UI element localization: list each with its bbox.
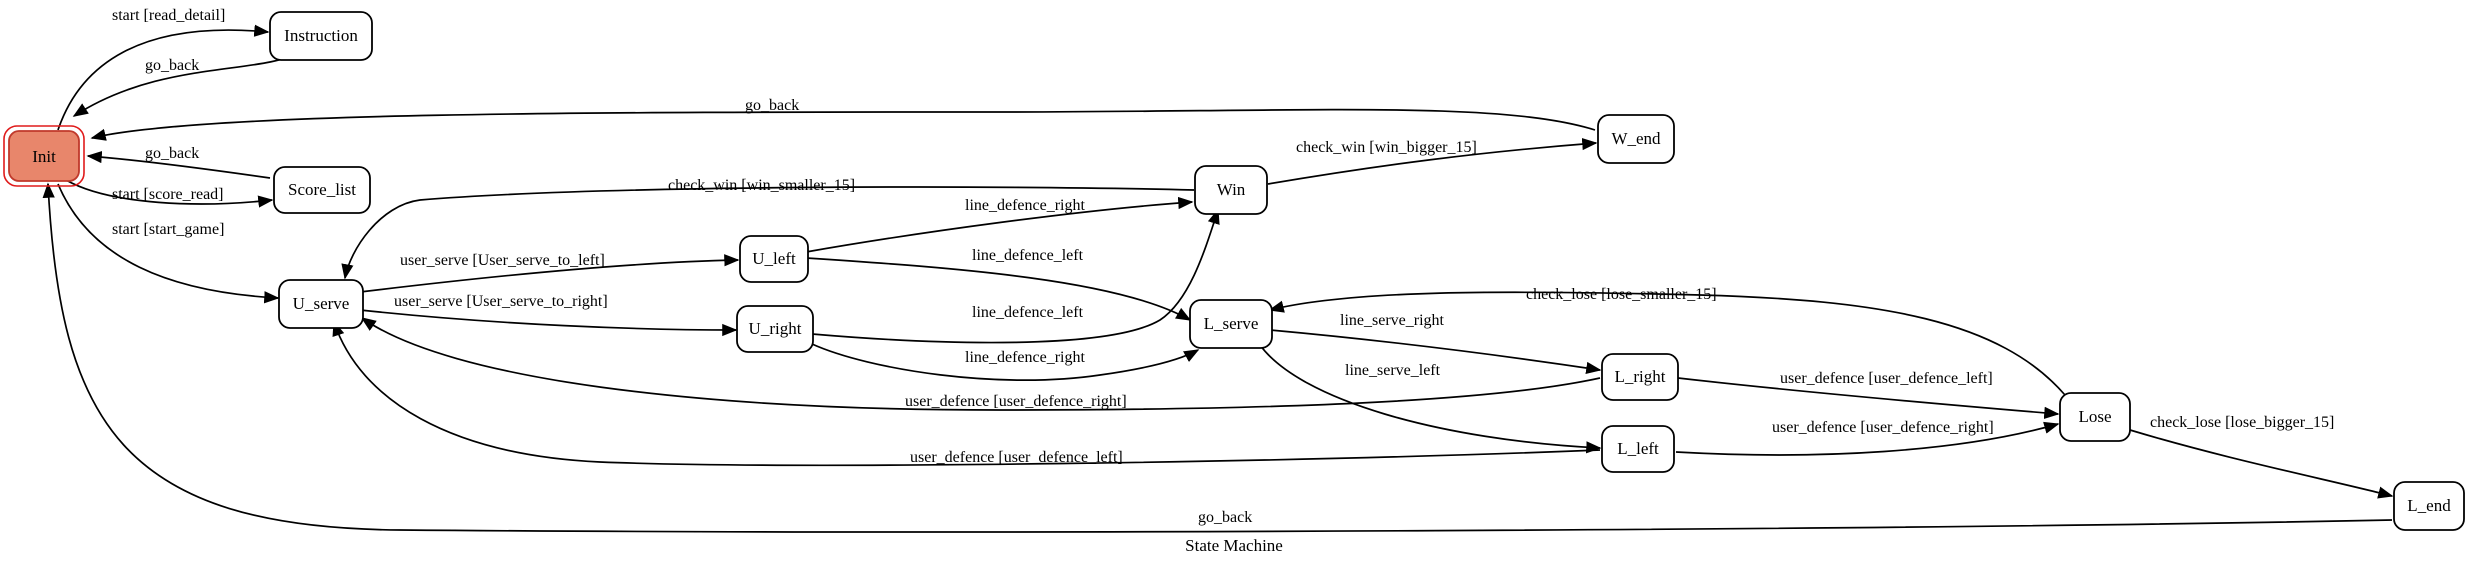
edge-uleft-to-win: line_defence_right [805,196,1194,253]
edge-lleft-to-lose: user_defence [user_defence_right] [1675,419,2060,456]
edge-label-lend-to-init: go_back [1198,509,1252,526]
diagram-title: State Machine [1185,536,1283,555]
node-u-right[interactable]: U_right [736,305,814,353]
edge-label-lserve-to-lright: line_serve_right [1340,312,1445,329]
edge-lose-to-lend: check_lose [lose_bigger_15] [2129,414,2394,499]
node-win[interactable]: Win [1194,165,1268,215]
node-u-left[interactable]: U_left [739,235,809,283]
node-u-left-label: U_left [752,249,796,268]
edge-label-lright-to-userve: user_defence [user_defence_right] [905,393,1127,410]
edge-lserve-to-lleft: line_serve_left [1259,344,1602,454]
edge-label-uright-to-lserve: line_defence_right [965,349,1086,366]
node-instruction-label: Instruction [284,26,358,45]
edge-label-lose-to-lend: check_lose [lose_bigger_15] [2150,414,2334,431]
edge-label-lleft-to-lose: user_defence [user_defence_right] [1772,419,1994,436]
edge-label-scorelist-to-init: go_back [145,145,199,162]
edge-label-win-to-wend: check_win [win_bigger_15] [1296,139,1477,156]
edge-label-lright-to-lose: user_defence [user_defence_left] [1780,370,1993,387]
node-l-serve[interactable]: L_serve [1189,299,1273,349]
edge-label-uleft-to-lserve: line_defence_left [972,247,1084,264]
node-u-serve[interactable]: U_serve [278,279,364,329]
edge-label-userve-to-uright: user_serve [User_serve_to_right] [394,293,608,310]
node-l-serve-label: L_serve [1204,314,1259,333]
node-w-end-label: W_end [1611,129,1661,148]
node-init[interactable]: Init [3,125,85,187]
edge-label-init-to-instruction: start [read_detail] [112,7,225,24]
node-l-end[interactable]: L_end [2393,481,2465,531]
edge-lend-to-init: go_back [42,182,2393,533]
node-lose-label: Lose [2078,407,2111,426]
edge-label-init-to-scorelist: start [score_read] [112,186,224,203]
node-l-end-label: L_end [2407,496,2451,515]
edge-label-userve-to-uleft: user_serve [User_serve_to_left] [400,252,605,269]
edge-label-win-to-userve: check_win [win_smaller_15] [668,177,855,194]
edge-lright-to-userve: user_defence [user_defence_right] [360,317,1601,411]
edge-lright-to-lose: user_defence [user_defence_left] [1677,370,2060,419]
edge-label-instruction-to-init: go_back [145,57,199,74]
node-l-right[interactable]: L_right [1601,353,1679,401]
edge-init-to-instruction: start [read_detail] [57,7,270,131]
edge-userve-to-uright: user_serve [User_serve_to_right] [359,293,738,337]
node-u-right-label: U_right [749,319,802,338]
edge-init-to-userve: start [start_game] [57,183,280,304]
edge-label-uright-to-win: line_defence_left [972,304,1084,321]
node-score-list[interactable]: Score_list [273,166,371,214]
edge-label-init-to-userve: start [start_game] [112,221,224,238]
edge-uleft-to-lserve: line_defence_left [805,247,1192,321]
edge-uright-to-win: line_defence_left [811,208,1220,344]
edge-label-lserve-to-lleft: line_serve_left [1345,362,1441,379]
edge-uright-to-lserve: line_defence_right [811,343,1200,381]
node-init-label: Init [32,147,56,166]
node-instruction[interactable]: Instruction [269,11,373,61]
edge-init-to-scorelist: start [score_read] [65,179,274,208]
edge-label-wend-to-init: go_back [745,97,799,114]
node-l-right-label: L_right [1615,367,1666,386]
node-l-left-label: L_left [1617,439,1659,458]
node-score-list-label: Score_list [288,180,356,199]
edge-userve-to-uleft: user_serve [User_serve_to_left] [359,252,740,293]
node-u-serve-label: U_serve [293,294,350,313]
edge-scorelist-to-init: go_back [86,145,271,179]
edge-win-to-wend: check_win [win_bigger_15] [1267,137,1598,185]
edge-wend-to-init: go_back [90,97,1596,141]
node-l-left[interactable]: L_left [1601,425,1675,473]
edge-lserve-to-lright: line_serve_right [1269,312,1602,375]
node-lose[interactable]: Lose [2059,392,2131,442]
edge-lleft-to-userve: user_defence [user_defence_left] [332,320,1601,467]
edge-lose-to-lserve: check_lose [lose_smaller_15] [1268,286,2066,396]
edge-label-lleft-to-userve: user_defence [user_defence_left] [910,449,1123,466]
edge-label-uleft-to-win: line_defence_right [965,197,1086,214]
node-w-end[interactable]: W_end [1597,114,1675,164]
node-win-label: Win [1217,180,1246,199]
edge-win-to-userve: check_win [win_smaller_15] [341,177,1195,280]
edge-label-lose-to-lserve: check_lose [lose_smaller_15] [1526,286,1717,303]
